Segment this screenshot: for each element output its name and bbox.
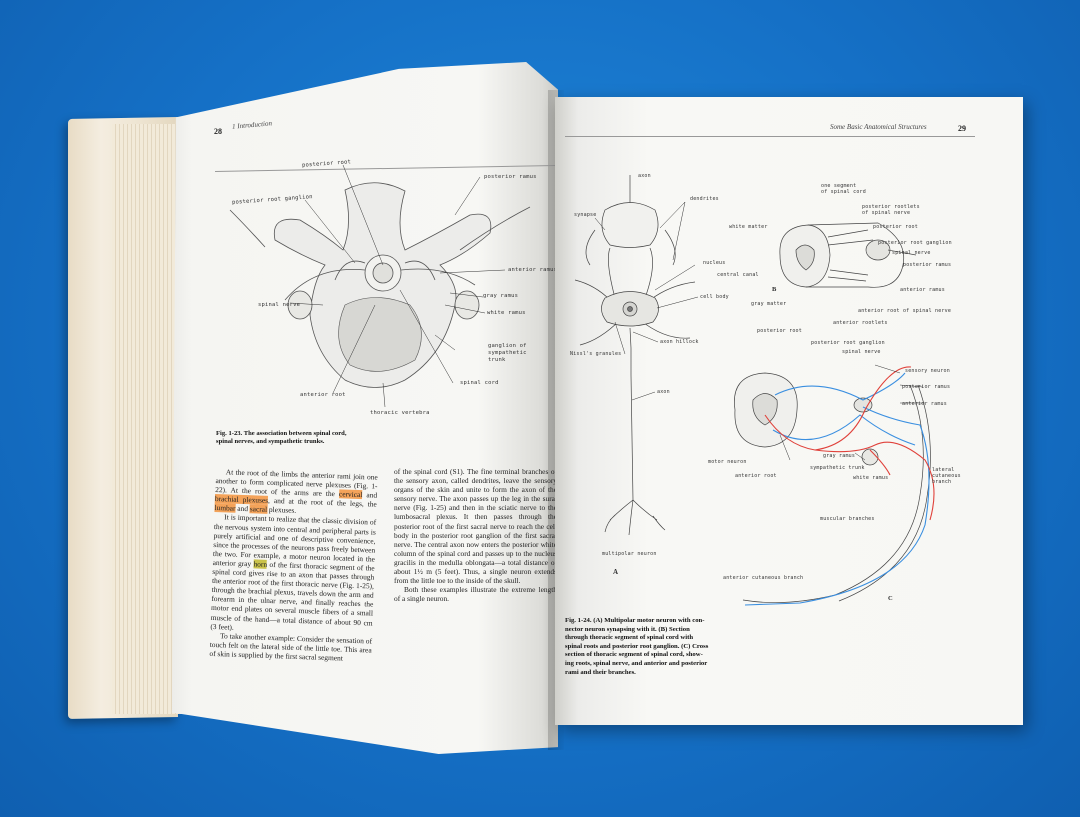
label-spinal-nerve: spinal nerve [258,302,301,308]
fig-1-24-a-multipolar-neuron [574,175,699,536]
right-page-number: 29 [958,124,966,133]
label-axon-top: axon [638,173,651,179]
right-header-rule [565,136,975,137]
label-axon-hillock: axon hillock [660,339,699,345]
fig-letter-b: B [772,286,777,293]
label-anterior-root: anterior root [300,392,346,398]
label-c-posterior-ramus: posterior ramus [902,384,951,390]
left-page-number: 28 [214,127,222,136]
label-sensory-neuron: sensory neuron [905,368,950,374]
label-anterior-root-of-spinal-nerve: anterior root of spinal nerve [858,308,952,314]
fig-letter-c: C [888,595,893,602]
label-posterior-ramus: posterior ramus [484,174,537,180]
label-motor-neuron: motor neuron [708,459,747,465]
label-cell-body: cell body [700,294,729,300]
fig-1-24-c-cross-section [734,364,935,606]
label-posterior-rootlets: posterior rootlets of spinal nerve [862,204,920,216]
label-b-posterior-ramus: posterior ramus [903,262,952,268]
highlight-sacral: sacral [249,504,268,515]
label-c-white-ramus: white ramus [853,475,889,481]
label-one-segment-of-spinal-cord: one segment of spinal cord [821,183,866,195]
label-lateral-cutaneous-branch: lateral cutaneous branch [932,467,961,485]
label-anterior-ramus: anterior ramus [508,267,558,273]
label-c-posterior-root-ganglion: posterior root ganglion [811,340,885,346]
fig-letter-a: A [613,568,619,576]
label-white-ramus: white ramus [487,310,526,316]
right-running-head: Some Basic Anatomical Structures [830,123,927,131]
left-column-1-text: At the root of the limbs the anterior ra… [209,467,378,663]
label-white-matter: white matter [729,224,768,230]
label-ganglion-sympathetic-trunk: ganglion of sympathetic trunk [488,343,527,363]
label-synapse: synapse [574,212,597,218]
label-muscular-branches: muscular branches [820,516,875,522]
label-spinal-cord: spinal cord [460,380,499,386]
label-gray-matter: gray matter [751,301,787,307]
label-gray-ramus: gray ramus [483,293,519,299]
fig-1-23-caption: Fig. 1-23. The association between spina… [216,430,347,445]
label-axon: axon [657,389,670,395]
label-c-gray-ramus: gray ramus [823,453,856,459]
label-b-spinal-nerve: spinal nerve [892,250,931,256]
left-column-2-text: of the spinal cord (S1). The fine termin… [394,467,557,604]
fig-1-24-b-spinal-segment [779,222,917,288]
label-thoracic-vertebra: thoracic vertebra [370,410,430,416]
label-sympathetic-trunk: sympathetic trunk [810,465,865,471]
label-multipolar-neuron: multipolar neuron [602,551,657,557]
book-edge-stack [112,124,182,714]
label-c-anterior-ramus: anterior ramus [902,401,947,407]
left-page [171,62,558,754]
label-anterior-rootlets: anterior rootlets [833,320,888,326]
fig-1-24-caption: Fig. 1-24. (A) Multipolar motor neuron w… [565,617,709,676]
label-b-posterior-root-ganglion: posterior root ganglion [878,240,952,246]
label-b-posterior-root: posterior root [873,224,918,230]
label-b-posterior-root-left: posterior root [757,328,802,334]
fig-1-23-spinal-cord-illustration [229,164,531,408]
label-dendrites: dendrites [690,196,719,202]
label-anterior-cutaneous-branch: anterior cutaneous branch [723,575,804,581]
label-nissl-granules: Nissl's granules [570,351,622,357]
label-central-canal: central canal [717,272,759,278]
label-nucleus: nucleus [703,260,726,266]
highlight-lumbar: lumbar [214,503,236,514]
label-c-anterior-root: anterior root [735,473,777,479]
label-b-anterior-ramus: anterior ramus [900,287,945,293]
label-c-spinal-nerve: spinal nerve [842,349,881,355]
highlight-horn: horn [253,559,268,569]
